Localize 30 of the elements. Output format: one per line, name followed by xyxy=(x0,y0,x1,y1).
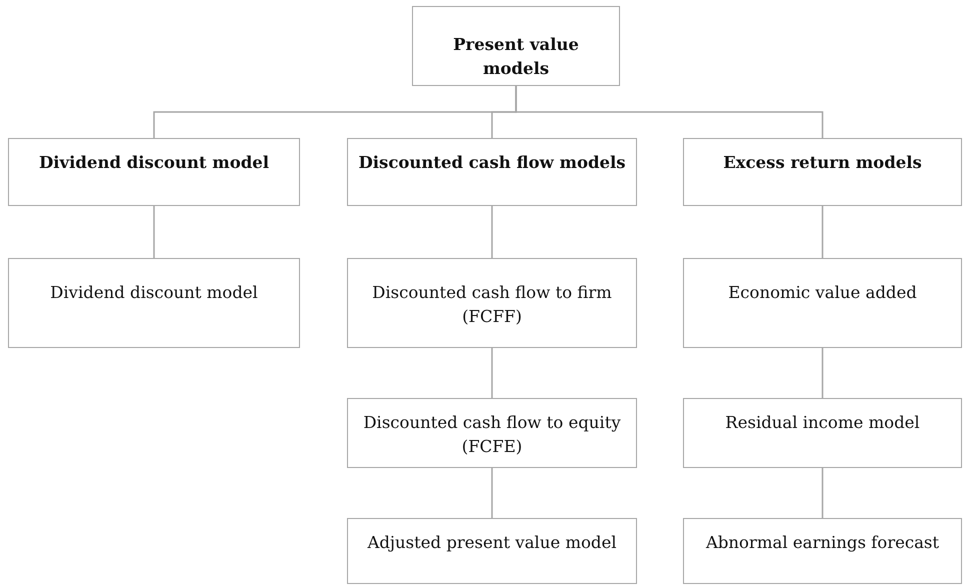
connector-line xyxy=(515,86,824,138)
model-box xyxy=(683,258,962,348)
node-label: Abnormal earnings forecast xyxy=(706,532,940,554)
connector-line xyxy=(491,348,493,398)
node-label: Residual income model xyxy=(725,412,920,434)
model-box xyxy=(8,258,300,348)
model-box xyxy=(683,518,962,584)
model-box xyxy=(683,398,962,468)
model-box xyxy=(347,398,637,468)
connector-line xyxy=(491,468,493,518)
node-label: Discounted cash flow to firm (FCFF) xyxy=(371,282,613,328)
node-label: Present value models xyxy=(452,34,580,80)
node-label: Discounted cash flow to equity (FCFE) xyxy=(362,412,622,458)
category-box xyxy=(347,138,637,206)
node-label: Discounted cash flow models xyxy=(358,152,626,174)
connector-line xyxy=(822,468,824,518)
node-label: Economic value added xyxy=(728,282,917,304)
model-box xyxy=(347,518,637,584)
model-box xyxy=(347,258,637,348)
category-box xyxy=(683,138,962,206)
category-box xyxy=(412,6,620,86)
connector-line xyxy=(822,206,824,258)
node-label: Excess return models xyxy=(723,152,922,174)
node-label: Dividend discount model xyxy=(38,152,270,174)
node-label: Adjusted present value model xyxy=(367,532,617,554)
node-label: Dividend discount model xyxy=(50,282,258,304)
category-box xyxy=(8,138,300,206)
connector-line xyxy=(822,348,824,398)
connector-line xyxy=(491,206,493,258)
connector-line xyxy=(153,206,155,258)
